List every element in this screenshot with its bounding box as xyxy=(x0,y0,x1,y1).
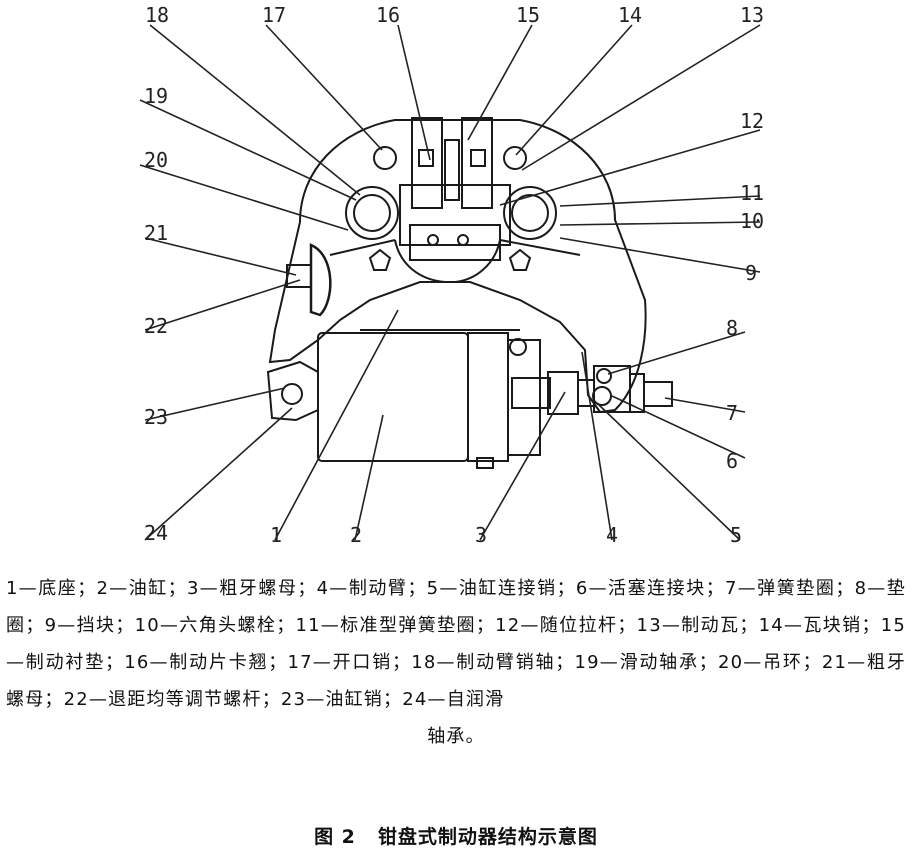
callout-14: 14 xyxy=(618,3,642,27)
callout-20: 20 xyxy=(144,148,168,172)
callout-23: 23 xyxy=(144,405,168,429)
parts-legend: 1—底座；2—油缸；3—粗牙螺母；4—制动臂；5—油缸连接销；6—活塞连接块；7… xyxy=(6,570,906,755)
callout-18: 18 xyxy=(145,3,169,27)
callout-6: 6 xyxy=(726,449,738,473)
figure-number: 图 2 xyxy=(314,826,356,848)
callout-9: 9 xyxy=(745,261,757,285)
brake-structure-diagram: 18 17 16 15 14 13 19 12 20 11 10 21 9 22… xyxy=(139,3,764,547)
callout-16: 16 xyxy=(376,3,400,27)
callout-13: 13 xyxy=(740,3,764,27)
callout-12: 12 xyxy=(740,109,764,133)
callout-24: 24 xyxy=(144,521,168,545)
callout-3: 3 xyxy=(475,523,487,547)
callout-1: 1 xyxy=(270,523,282,547)
callout-22: 22 xyxy=(144,314,168,338)
callout-10: 10 xyxy=(740,209,764,233)
parts-legend-tail: 轴承。 xyxy=(427,726,485,747)
callout-15: 15 xyxy=(516,3,540,27)
callout-4: 4 xyxy=(606,523,618,547)
brake-body-outline xyxy=(266,117,673,469)
figure-title: 钳盘式制动器结构示意图 xyxy=(377,826,598,848)
parts-legend-text: 1—底座；2—油缸；3—粗牙螺母；4—制动臂；5—油缸连接销；6—活塞连接块；7… xyxy=(6,578,906,710)
callout-2: 2 xyxy=(350,523,362,547)
callout-11: 11 xyxy=(740,181,764,205)
callout-17: 17 xyxy=(262,3,286,27)
callout-19: 19 xyxy=(144,84,168,108)
figure-caption: 图 2 钳盘式制动器结构示意图 xyxy=(0,822,912,849)
callout-leader-lines xyxy=(139,24,761,541)
callout-5: 5 xyxy=(730,523,742,547)
callout-7: 7 xyxy=(726,401,738,425)
callout-8: 8 xyxy=(726,316,738,340)
callout-labels: 18 17 16 15 14 13 19 12 20 11 10 21 9 22… xyxy=(144,3,764,547)
callout-21: 21 xyxy=(144,221,168,245)
